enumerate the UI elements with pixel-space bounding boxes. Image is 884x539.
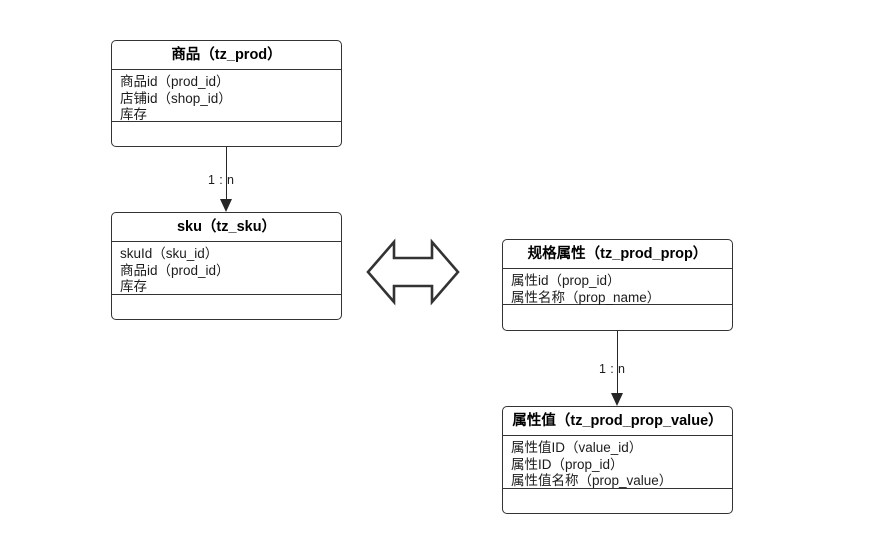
entity-title-prod-prop: 规格属性（tz_prod_prop）: [503, 240, 732, 269]
attribute-row: 属性值ID（value_id）: [511, 440, 643, 455]
attribute-row: 店铺id（shop_id）: [120, 90, 232, 106]
arrowhead-down-icon: [220, 199, 232, 212]
connector-line: [226, 147, 227, 199]
arrowhead-down-icon: [611, 393, 623, 406]
attribute-row: 商品id（prod_id）: [120, 74, 230, 89]
connector-line: [617, 331, 618, 393]
left-right-arrow-icon: [366, 236, 460, 308]
entity-box-prod-prop-value[interactable]: 属性值（tz_prod_prop_value） 属性值ID（value_id） …: [502, 406, 733, 514]
attribute-row: 商品id（prod_id）: [120, 262, 230, 278]
connector-label-cardinality: 1 : n: [208, 173, 235, 187]
entity-box-prod-prop[interactable]: 规格属性（tz_prod_prop） 属性id（prop_id） 属性名称（pr…: [502, 239, 733, 331]
entity-attributes-prod-prop-value: 属性值ID（value_id） 属性ID（prop_id） 属性值名称（prop…: [503, 436, 732, 489]
entity-attributes-prod: 商品id（prod_id） 店铺id（shop_id） 库存: [112, 70, 341, 122]
entity-operations-prod-prop: [503, 305, 732, 330]
attribute-row: 库存: [120, 107, 147, 122]
attribute-row: 属性id（prop_id）: [511, 273, 621, 288]
entity-title-sku: sku（tz_sku）: [112, 213, 341, 242]
attribute-row: 属性ID（prop_id）: [511, 456, 624, 472]
attribute-row: 属性名称（prop_name）: [511, 289, 661, 305]
attribute-row: 库存: [120, 279, 147, 294]
entity-operations-prod-prop-value: [503, 489, 732, 513]
attribute-row: skuId（sku_id）: [120, 246, 219, 261]
entity-attributes-prod-prop: 属性id（prop_id） 属性名称（prop_name）: [503, 269, 732, 305]
entity-title-prod: 商品（tz_prod）: [112, 41, 341, 70]
entity-box-prod[interactable]: 商品（tz_prod） 商品id（prod_id） 店铺id（shop_id） …: [111, 40, 342, 147]
entity-title-prod-prop-value: 属性值（tz_prod_prop_value）: [503, 407, 732, 436]
attribute-row: 属性值名称（prop_value）: [511, 473, 673, 488]
connector-label-cardinality: 1 : n: [599, 362, 626, 376]
entity-operations-prod: [112, 122, 341, 146]
entity-attributes-sku: skuId（sku_id） 商品id（prod_id） 库存: [112, 242, 341, 295]
entity-operations-sku: [112, 295, 341, 319]
entity-box-sku[interactable]: sku（tz_sku） skuId（sku_id） 商品id（prod_id） …: [111, 212, 342, 320]
